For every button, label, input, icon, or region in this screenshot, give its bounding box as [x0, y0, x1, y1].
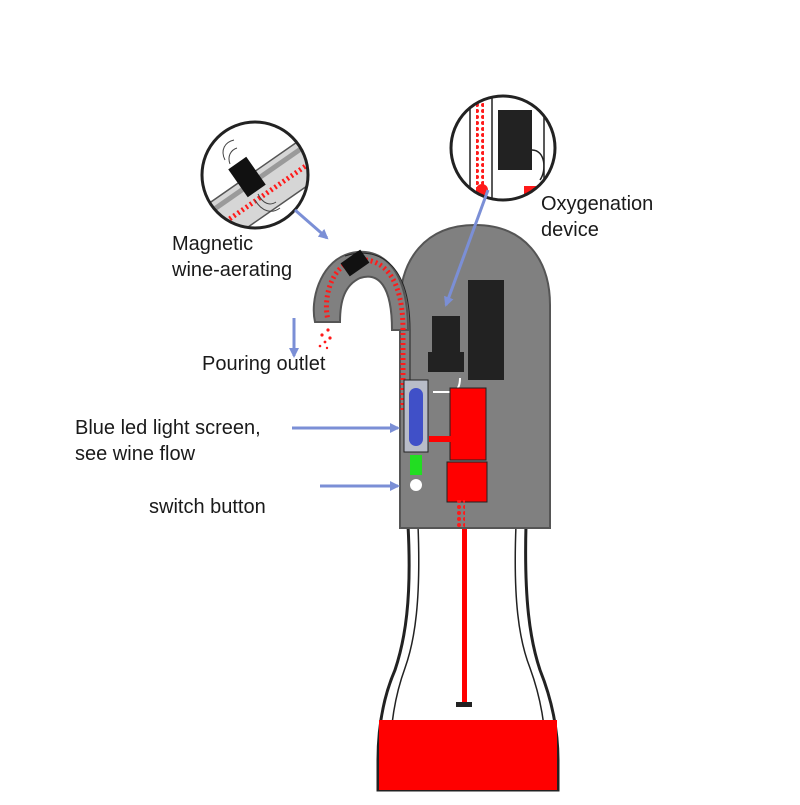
oxygenation-label-line1: Oxygenation: [541, 193, 654, 215]
switch-button[interactable]: [410, 479, 422, 491]
oxygenation-label-line2: device: [541, 219, 599, 241]
wine-drip: [318, 328, 332, 350]
blue-led-label-line2: see wine flow: [75, 443, 196, 465]
magnetic-clip: [340, 249, 370, 277]
magnetic-label-line1: Magnetic: [172, 233, 254, 255]
suction-tube: [456, 525, 472, 707]
aerator-body: [312, 223, 551, 529]
blue-led-screen: [409, 388, 423, 446]
switch-button-label: switch button: [149, 496, 266, 518]
wine-bottle: [376, 524, 560, 792]
oxygenation-device: [428, 280, 504, 393]
pump-unit: [429, 387, 488, 528]
pointer-arrows: [289, 189, 490, 491]
arrow-oxygenation: [444, 189, 490, 307]
magnetic-label-line2: wine-aerating: [172, 259, 293, 281]
led-panel: [403, 379, 429, 491]
pouring-outlet-label: Pouring outlet: [202, 353, 326, 375]
green-led: [410, 455, 422, 475]
arrow-magnetic: [294, 208, 329, 240]
blue-led-label-line1: Blue led light screen,: [75, 417, 261, 439]
magnetic-inset: [200, 120, 310, 230]
oxygenation-inset: [449, 94, 557, 202]
wine-in-bottle: [379, 720, 557, 790]
